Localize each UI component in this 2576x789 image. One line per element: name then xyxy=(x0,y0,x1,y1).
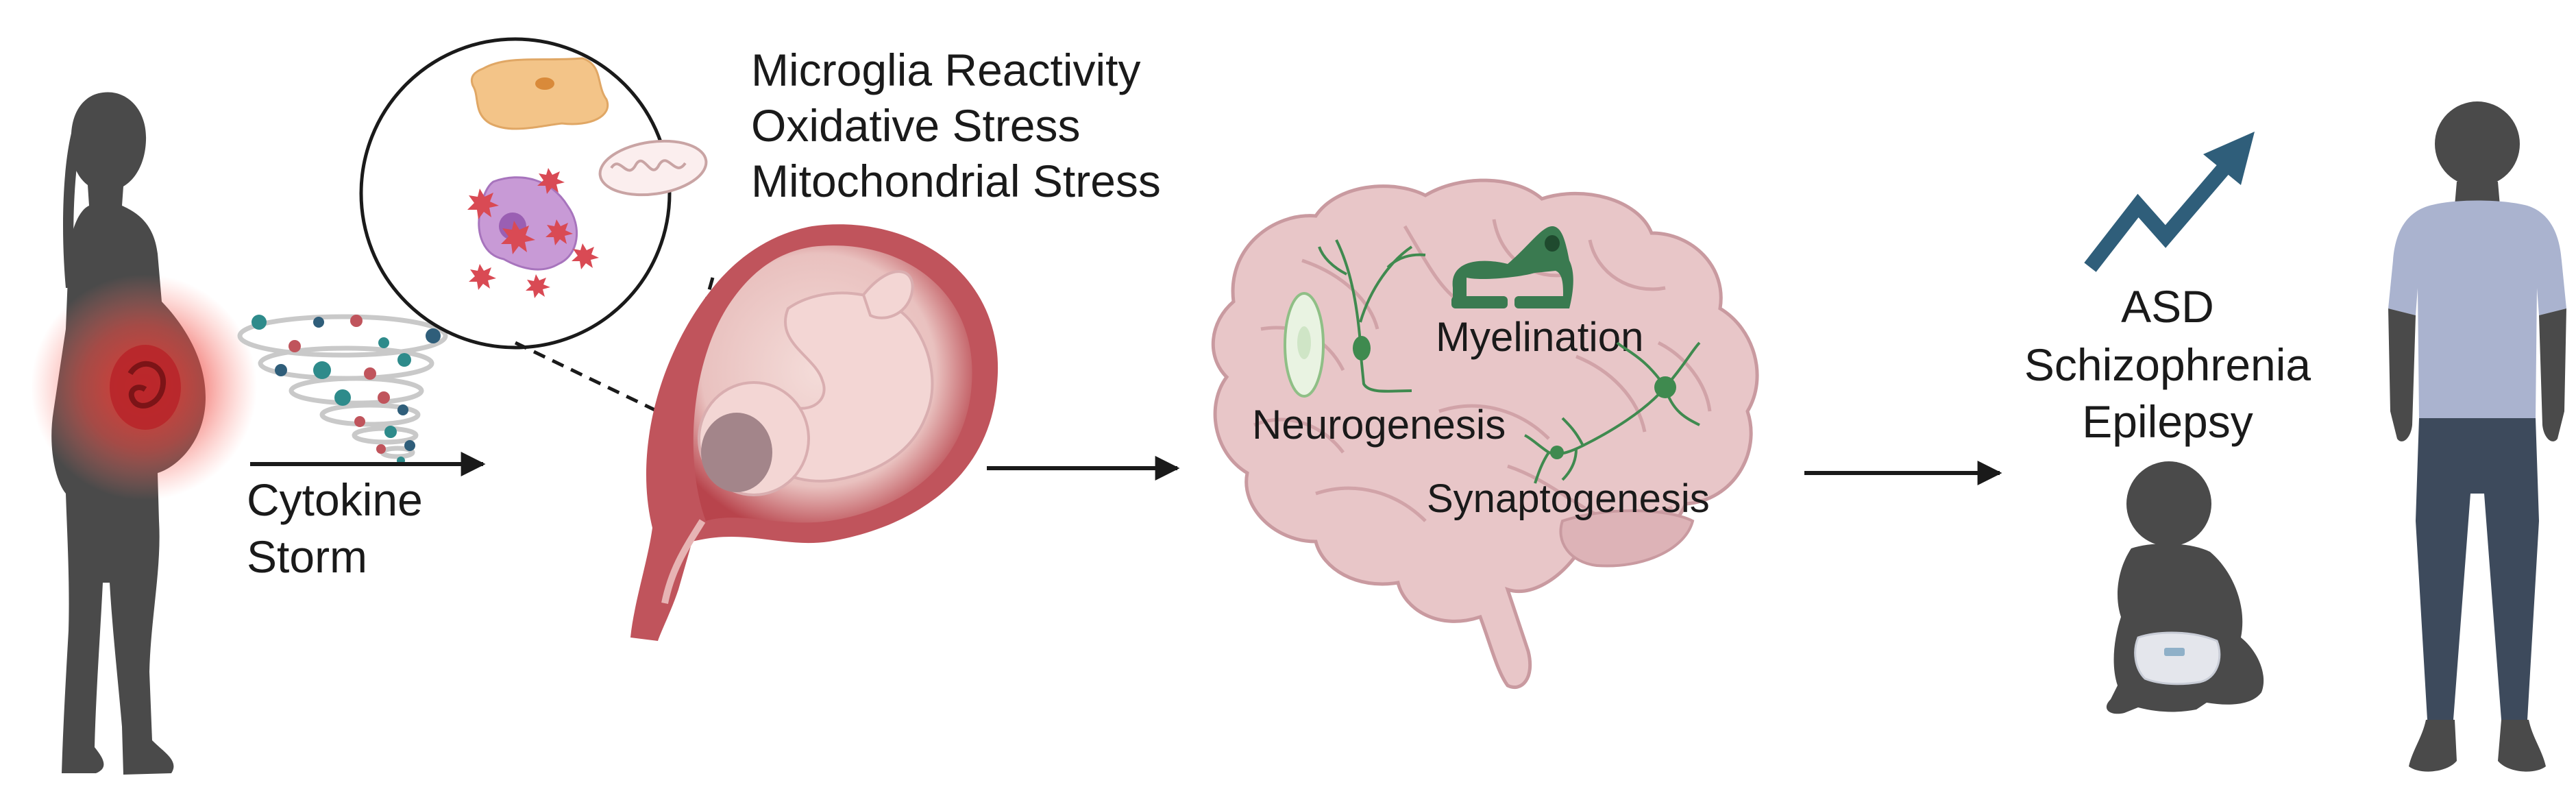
myelination-label: Myelination xyxy=(1436,314,1644,360)
mitochondrial-stress-label: Mitochondrial Stress xyxy=(751,156,1161,206)
neurogenesis-label: Neurogenesis xyxy=(1252,402,1506,448)
zoom-line-left xyxy=(514,341,666,417)
synapse-neuron-icon xyxy=(1524,341,1701,484)
adult-man-silhouette xyxy=(2388,101,2566,772)
brain-icon xyxy=(1211,178,1759,689)
developing-neuron-icon xyxy=(1318,239,1426,393)
myelin-sheath-icon xyxy=(1451,226,1573,308)
cytokine-storm-label-line1: Cytokine xyxy=(247,474,423,525)
oxidative-stress-label: Oxidative Stress xyxy=(751,100,1081,151)
mitochondria-icon xyxy=(598,139,708,197)
oxidative-ros-icons xyxy=(467,168,599,298)
schizophrenia-label: Schizophrenia xyxy=(2024,339,2311,390)
asd-label: ASD xyxy=(2121,281,2214,332)
resting-microglia-icon xyxy=(470,57,609,130)
trend-up-arrow-icon xyxy=(2084,132,2255,272)
microglia-reactivity-label: Microglia Reactivity xyxy=(751,45,1140,95)
cytokine-particles xyxy=(252,315,441,465)
cytokine-tornado-icon xyxy=(237,314,448,459)
epilepsy-label: Epilepsy xyxy=(2082,396,2253,447)
uterus-with-fetus-icon xyxy=(630,224,998,641)
synaptogenesis-label: Synaptogenesis xyxy=(1427,476,1710,521)
fetus-in-womb-icon xyxy=(110,345,181,430)
baby-silhouette xyxy=(2106,461,2264,714)
man-jeans xyxy=(2416,418,2539,720)
man-shirt xyxy=(2388,200,2566,418)
neural-progenitor-cell-icon xyxy=(1284,292,1325,398)
cytokine-storm-label-line2: Storm xyxy=(247,531,367,582)
